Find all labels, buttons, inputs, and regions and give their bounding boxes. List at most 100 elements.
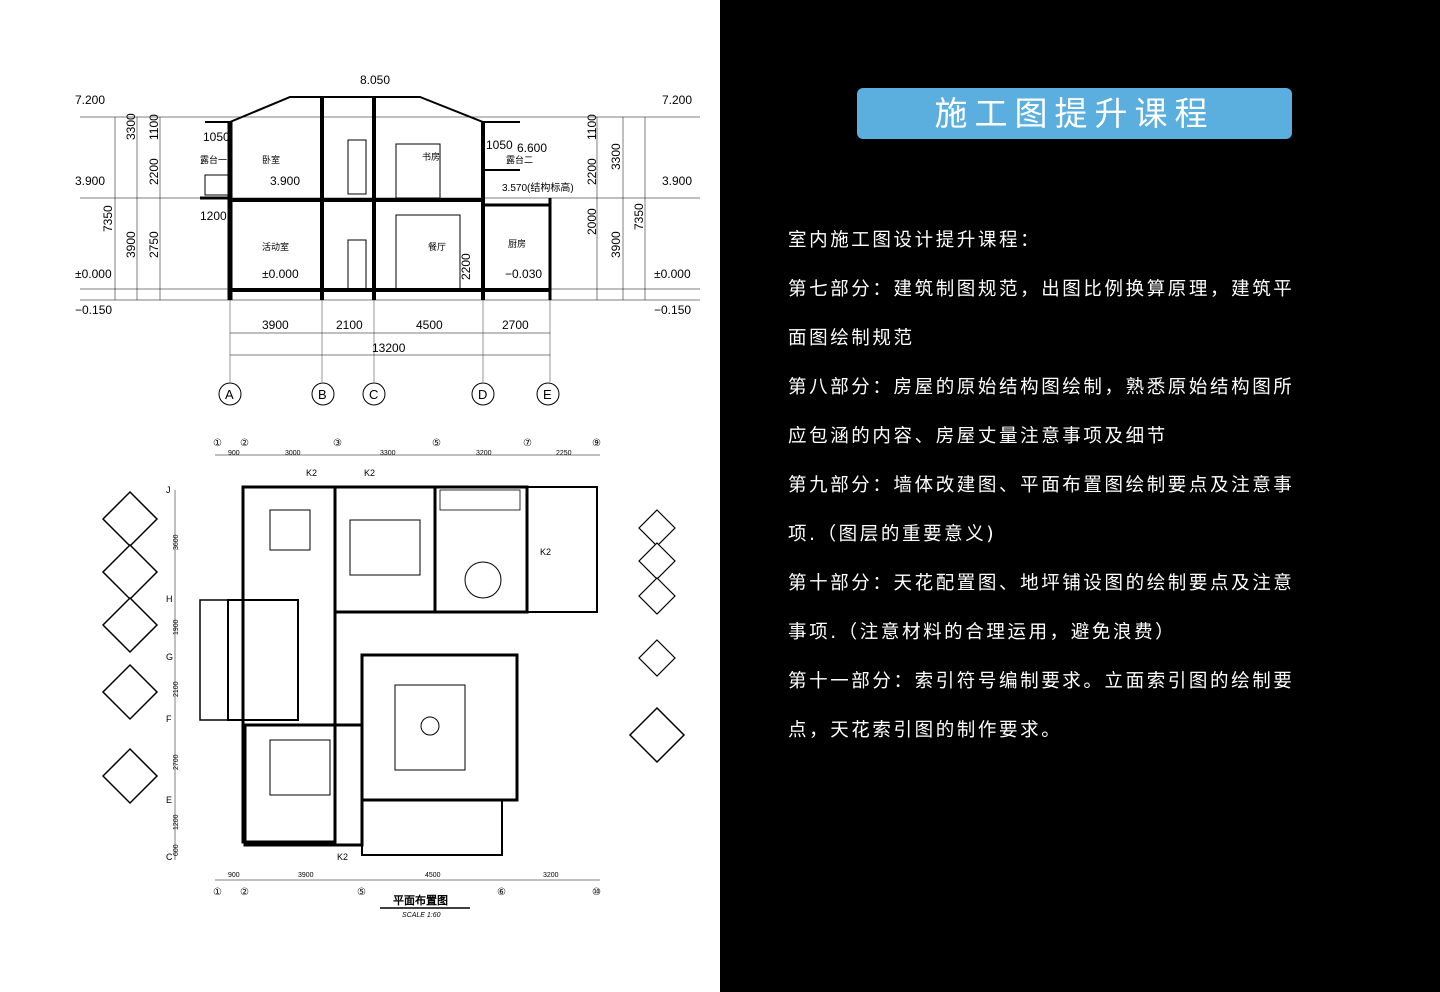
drawing-panel: 8.050 7.200 7.200 3.900 3.900 3.900 ±0.0… [0,0,720,992]
course-intro: 室内施工图设计提升课程： [788,230,1042,251]
plan-row-axis-5: E [166,795,172,805]
room-terrace1: 露台一 [200,154,227,165]
plan-tag-2: K2 [364,468,375,478]
axis-a: A [225,387,234,402]
mid-level-right: 3.900 [662,174,692,188]
plan-row-dim-4: 2700 [173,754,180,770]
bottom-total: 13200 [372,341,406,355]
axis-d: D [478,387,487,402]
course-description: 室内施工图设计提升课程： 第七部分：建筑制图规范，出图比例换算原理，建筑平面图绘… [788,216,1308,755]
mid-level-left: 3.900 [75,174,105,188]
course-part-9: 第九部分：墙体改建图、平面布置图绘制要点及注意事项.（图层的重要意义) [788,475,1295,545]
course-panel: 施工图提升课程 室内施工图设计提升课程： 第七部分：建筑制图规范，出图比例换算原… [720,0,1440,992]
plan-row-dim-5: 1200 [173,814,180,830]
plan-row-axis-4: F [166,714,172,724]
right-dim-3: 2000 [585,208,599,235]
plan-row-axis-2: H [166,594,173,604]
room-kitchen: 厨房 [508,238,526,249]
right-dim-2: 2200 [585,158,599,185]
axis-e: E [543,387,552,402]
right-dim-1: 1100 [585,114,599,140]
plan-row-dim-6: 600 [173,844,180,856]
plan-bottom-axis-2: ② [240,887,249,898]
kitchen-level: −0.030 [505,267,542,281]
plan-top-axis-3: ③ [333,438,342,449]
plan-row-dim-2: 1900 [173,619,180,635]
base-level-right: −0.150 [654,303,691,317]
plan-bottom-dim-3: 4500 [425,872,441,879]
axis-c: C [369,387,378,402]
section-labels: 8.050 7.200 7.200 3.900 3.900 3.900 ±0.0… [75,73,692,402]
left-total-2: 7350 [101,205,115,232]
ground-level-left: ±0.000 [75,267,112,281]
plan-bottom-axis-5: ⑩ [592,887,601,898]
plan-top-axis-2: ② [240,438,249,449]
room-terrace2: 露台二 [506,154,533,165]
plan-bottom-dim-2: 3900 [298,872,314,879]
bottom-dim-3: 4500 [416,318,443,332]
plan-bottom-dim-1: 900 [228,872,240,879]
course-part-10: 第十部分：天花配置图、地坪铺设图的绘制要点及注意事项.（注意材料的合理运用，避免… [788,573,1295,643]
plan-top-axis-6: ⑨ [592,438,601,449]
inner-dim-2: 1200 [200,209,227,223]
roof-level: 8.050 [360,73,390,87]
plan-top-dim-2: 3000 [285,450,301,457]
course-part-11: 第十一部分：索引符号编制要求。立面索引图的绘制要点，天花索引图的制作要求。 [788,671,1295,741]
right-total-2: 7350 [632,203,646,230]
section-drawing [80,96,700,406]
room-study: 书房 [422,151,440,162]
axis-b: B [318,387,327,402]
plan-title: 平面布置图 [393,893,448,907]
course-part-8: 第八部分：房屋的原始结构图绘制，熟悉原始结构图所应包涵的内容、房屋丈量注意事项及… [788,377,1295,447]
ground-level-right: ±0.000 [654,267,691,281]
plan-top-axis-1: ① [213,438,222,449]
plan-bottom-axis-3: ⑤ [357,887,366,898]
left-dim-2: 2200 [147,158,161,185]
right-total-1: 3300 [609,143,623,170]
bottom-dim-4: 2700 [502,318,529,332]
plan-tag-4: K2 [337,852,348,862]
floor-plan-drawing [174,454,600,881]
plan-top-dim-3: 3300 [380,450,396,457]
plan-top-dim-5: 2250 [556,450,572,457]
plan-bottom-axis-4: ⑥ [497,887,506,898]
bottom-dim-1: 3900 [262,318,289,332]
top-level-left: 7.200 [75,93,105,107]
base-level-left: −0.150 [75,303,112,317]
plan-tag-1: K2 [306,468,317,478]
plan-top-dim-1: 900 [228,450,240,457]
left-dim-5: 2750 [147,231,161,258]
plan-bottom-axis-1: ① [213,887,222,898]
plan-top-dim-4: 3200 [476,450,492,457]
slab-level: 3.570(结构标高) [502,181,574,194]
inner-dim-4: 2200 [459,253,473,280]
plan-tag-3: K2 [540,547,551,557]
plan-index-symbols [101,490,686,805]
architectural-drawings: 8.050 7.200 7.200 3.900 3.900 3.900 ±0.0… [75,73,700,919]
inner-dim-1: 1050 [203,130,230,144]
bottom-dim-2: 2100 [336,318,363,332]
inner-dim-3: 1050 [486,138,513,152]
room-bedroom: 卧室 [262,154,280,165]
top-level-right: 7.200 [662,93,692,107]
plan-scale: SCALE 1:60 [402,912,441,919]
plan-top-axis-4: ⑤ [432,438,441,449]
plan-row-dim-3: 2100 [173,681,180,697]
plan-row-dim-1: 3600 [173,534,180,550]
plan-top-axis-5: ⑦ [523,438,532,449]
left-total-1: 3300 [124,113,138,140]
plan-row-axis-3: G [166,652,173,662]
plan-labels: 900 3000 3300 3200 2250 900 3900 4500 32… [166,438,601,919]
left-dim-1: 1100 [147,114,161,140]
ground-level-inner: ±0.000 [262,267,299,281]
right-total-3: 3900 [609,231,623,258]
room-activity: 活动室 [262,241,289,252]
mid-level-inner: 3.900 [270,174,300,188]
course-title-badge: 施工图提升课程 [857,88,1292,139]
left-total-3: 3900 [124,231,138,258]
plan-row-axis-1: J [166,485,171,495]
room-dining: 餐厅 [428,241,446,252]
plan-row-axis-6: C [166,852,173,862]
terrace-level: 6.600 [517,141,547,155]
